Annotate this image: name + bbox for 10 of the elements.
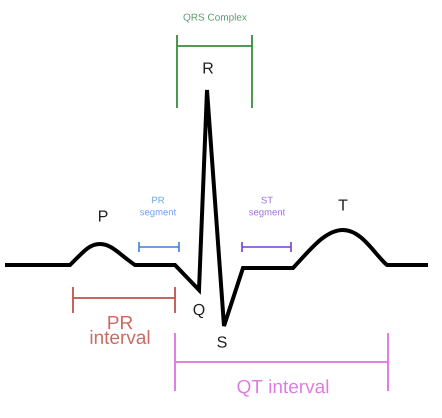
segment-label: ST segment: [249, 196, 286, 218]
complex-label: QRS Complex: [184, 13, 247, 23]
interval-label: QT interval: [237, 379, 328, 397]
wave-label: Q: [194, 304, 204, 318]
wave-label: S: [217, 336, 227, 348]
wave-label: R: [204, 62, 214, 74]
wave-label: T: [338, 200, 348, 210]
segment-label: PR segment: [140, 196, 176, 218]
wave-label: P: [98, 210, 108, 222]
interval-label: PR interval: [90, 316, 150, 344]
